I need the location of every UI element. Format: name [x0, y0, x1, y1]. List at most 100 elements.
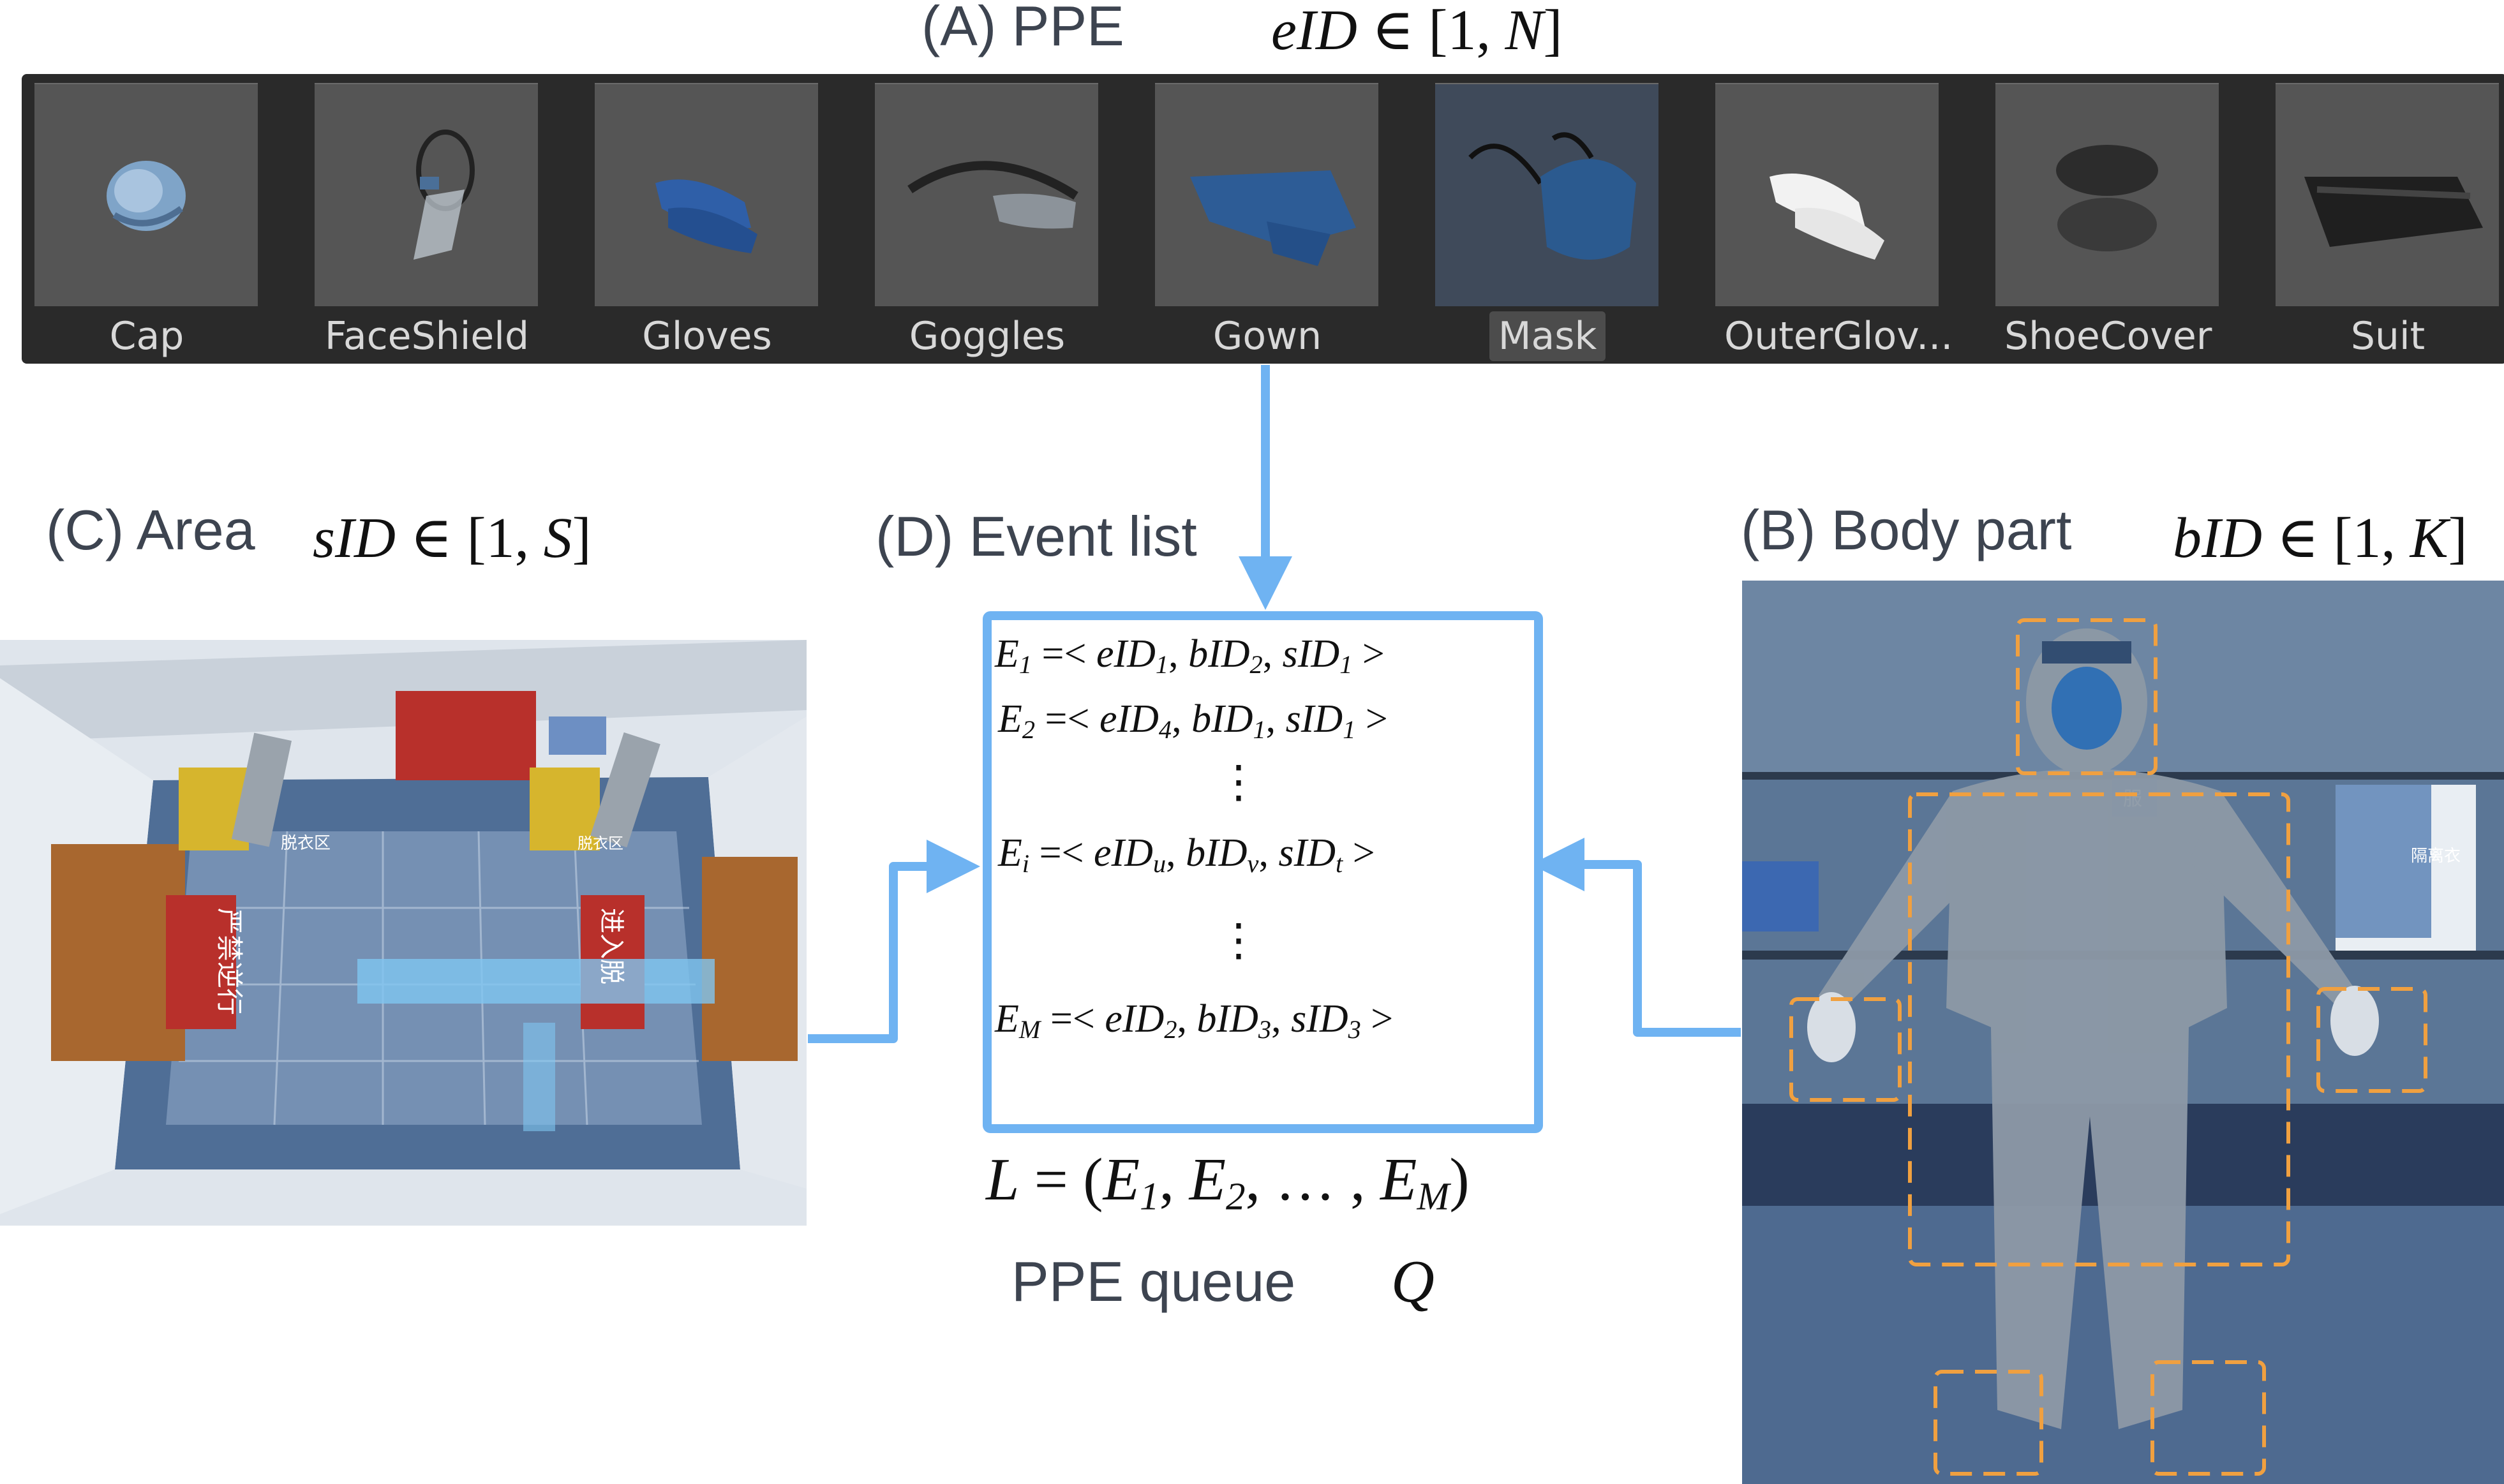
ev-E: E [998, 831, 1022, 875]
ppe-label-text: Mask [1489, 311, 1606, 361]
faceshield-icon [414, 130, 475, 260]
ev-E: E [998, 697, 1022, 741]
ppe-thumb-outer-gloves[interactable] [1715, 83, 1939, 306]
ppe-item-gown[interactable]: Gown [1155, 83, 1380, 359]
ev-s-sub: 1 [1339, 650, 1353, 679]
ev-s: sID [1282, 632, 1340, 676]
area-id-range-open: ∈ [1, [410, 507, 544, 570]
area-sign-4: 进入脱 [597, 908, 626, 984]
list-L: L [986, 1146, 1020, 1213]
ppe-label-suit: Suit [2276, 314, 2500, 359]
ppe-label-cap: Cap [34, 314, 259, 359]
area-sign-3: 严禁逆行 [214, 908, 245, 1015]
ppe-thumb-faceshield[interactable] [315, 83, 538, 306]
ev-e: eID [1105, 997, 1165, 1041]
area-section-label: (C) Area [46, 498, 255, 561]
arrow-area-to-events [808, 840, 980, 1043]
area-sign-2: 脱衣区 [578, 835, 623, 852]
body-scene: 隔离衣 服 [1742, 581, 2504, 1484]
ppe-item-shoecover[interactable]: ShoeCover [1995, 83, 2220, 359]
event-row-m: EM =< eID2, bID3, sID3 > [995, 997, 1394, 1044]
ppe-label-goggles: Goggles [875, 314, 1099, 359]
vdots-1: ⋮ [1216, 758, 1261, 807]
ev-b-sub: 1 [1253, 715, 1266, 745]
ppe-thumb-shoecover[interactable] [1995, 83, 2219, 306]
ppe-item-suit[interactable]: Suit [2276, 83, 2500, 359]
list-em-sub: M [1417, 1175, 1450, 1219]
list-e2-sub: 2 [1226, 1175, 1246, 1219]
bbox-torso [1908, 792, 2290, 1266]
ev-s: sID [1291, 997, 1348, 1041]
ppe-item-goggles[interactable]: Goggles [875, 83, 1099, 359]
ppe-label-gloves: Gloves [595, 314, 819, 359]
bbox-right-hand [2316, 987, 2427, 1093]
ppe-item-cap[interactable]: Cap [34, 83, 259, 359]
ppe-toolbar: Cap FaceShield Gloves Goggles Gown Mask [22, 74, 2504, 364]
ppe-label-shoecover: ShoeCover [1995, 314, 2220, 359]
ev-e: eID [1099, 697, 1159, 741]
ppe-queue-symbol: Q [1391, 1249, 1435, 1315]
goggles-icon [907, 161, 1078, 229]
ppe-item-gloves[interactable]: Gloves [595, 83, 819, 359]
ppe-thumb-gloves[interactable] [595, 83, 818, 306]
outer-gloves-icon [1770, 174, 1884, 260]
body-id-var: bID [2173, 507, 2262, 570]
list-e1: E [1103, 1146, 1140, 1213]
ev-b: bID [1188, 632, 1250, 676]
ppe-item-outer-gloves[interactable]: OuterGlov... [1715, 83, 1953, 359]
cap-icon [107, 161, 186, 231]
ppe-label-faceshield: FaceShield [315, 314, 539, 359]
ev-e-sub: 1 [1155, 650, 1169, 679]
ev-e-sub: 2 [1164, 1015, 1177, 1044]
list-e1-sub: 1 [1140, 1175, 1159, 1219]
ppe-label-text: FaceShield [324, 314, 530, 359]
mask-icon [1468, 132, 1636, 260]
ppe-item-mask[interactable]: Mask [1435, 83, 1660, 361]
ppe-thumb-goggles[interactable] [875, 83, 1098, 306]
list-formula: L = (E1, E2, … , EM) [986, 1146, 1470, 1219]
ev-E: E [995, 997, 1019, 1041]
shoecover-icon [2056, 145, 2158, 251]
ev-E: E [995, 632, 1019, 676]
ppe-label-text: Suit [2350, 314, 2426, 359]
event-row-i: Ei =< eIDu, bIDv, sIDt > [998, 831, 1375, 879]
list-eq: = ( [1019, 1146, 1103, 1213]
ev-E-sub: i [1022, 849, 1030, 879]
body-section-label: (B) Body part [1741, 498, 2072, 561]
ppe-label-text: Cap [109, 314, 184, 359]
ev-s: sID [1278, 831, 1336, 875]
area-sign-1: 脱衣区 [281, 834, 331, 853]
list-em: E [1380, 1146, 1417, 1213]
ev-E-sub: 2 [1022, 715, 1036, 745]
ppe-queue-label: PPE queue [1011, 1250, 1296, 1313]
vdots-2: ⋮ [1216, 916, 1261, 965]
ev-s-sub: 3 [1348, 1015, 1361, 1044]
list-close: ) [1449, 1146, 1470, 1213]
bbox-head [2016, 618, 2157, 775]
gown-icon [1190, 170, 1356, 266]
ppe-item-faceshield[interactable]: FaceShield [315, 83, 539, 359]
body-id-range-close: ] [2448, 507, 2468, 570]
ev-b: bID [1191, 697, 1253, 741]
ppe-id-range-close: ] [1543, 0, 1563, 62]
ppe-section-label: (A) PPE [921, 0, 1124, 57]
ppe-thumb-cap[interactable] [34, 83, 258, 306]
ppe-label-text: Gloves [642, 314, 772, 359]
area-id-range-close: ] [572, 507, 592, 570]
body-id-range-var: K [2410, 507, 2448, 570]
bbox-left-hand [1789, 997, 1902, 1102]
event-list-section-label: (D) Event list [876, 505, 1197, 568]
ppe-label-gown: Gown [1155, 314, 1380, 359]
bbox-right-foot [2150, 1360, 2266, 1476]
ppe-thumb-mask[interactable] [1435, 83, 1658, 306]
body-sign-gown: 隔离衣 [2411, 847, 2461, 866]
ev-b: bID [1186, 831, 1248, 875]
ppe-label-text: Gown [1212, 314, 1322, 359]
ppe-thumb-suit[interactable] [2276, 83, 2499, 306]
ev-e-sub: u [1152, 849, 1166, 879]
ev-e-sub: 4 [1158, 715, 1172, 745]
ppe-thumb-gown[interactable] [1155, 83, 1378, 306]
ppe-id-math: eID ∈ [1, N] [1271, 0, 1563, 63]
bbox-left-foot [1934, 1370, 2043, 1476]
ev-b-sub: 3 [1258, 1015, 1272, 1044]
